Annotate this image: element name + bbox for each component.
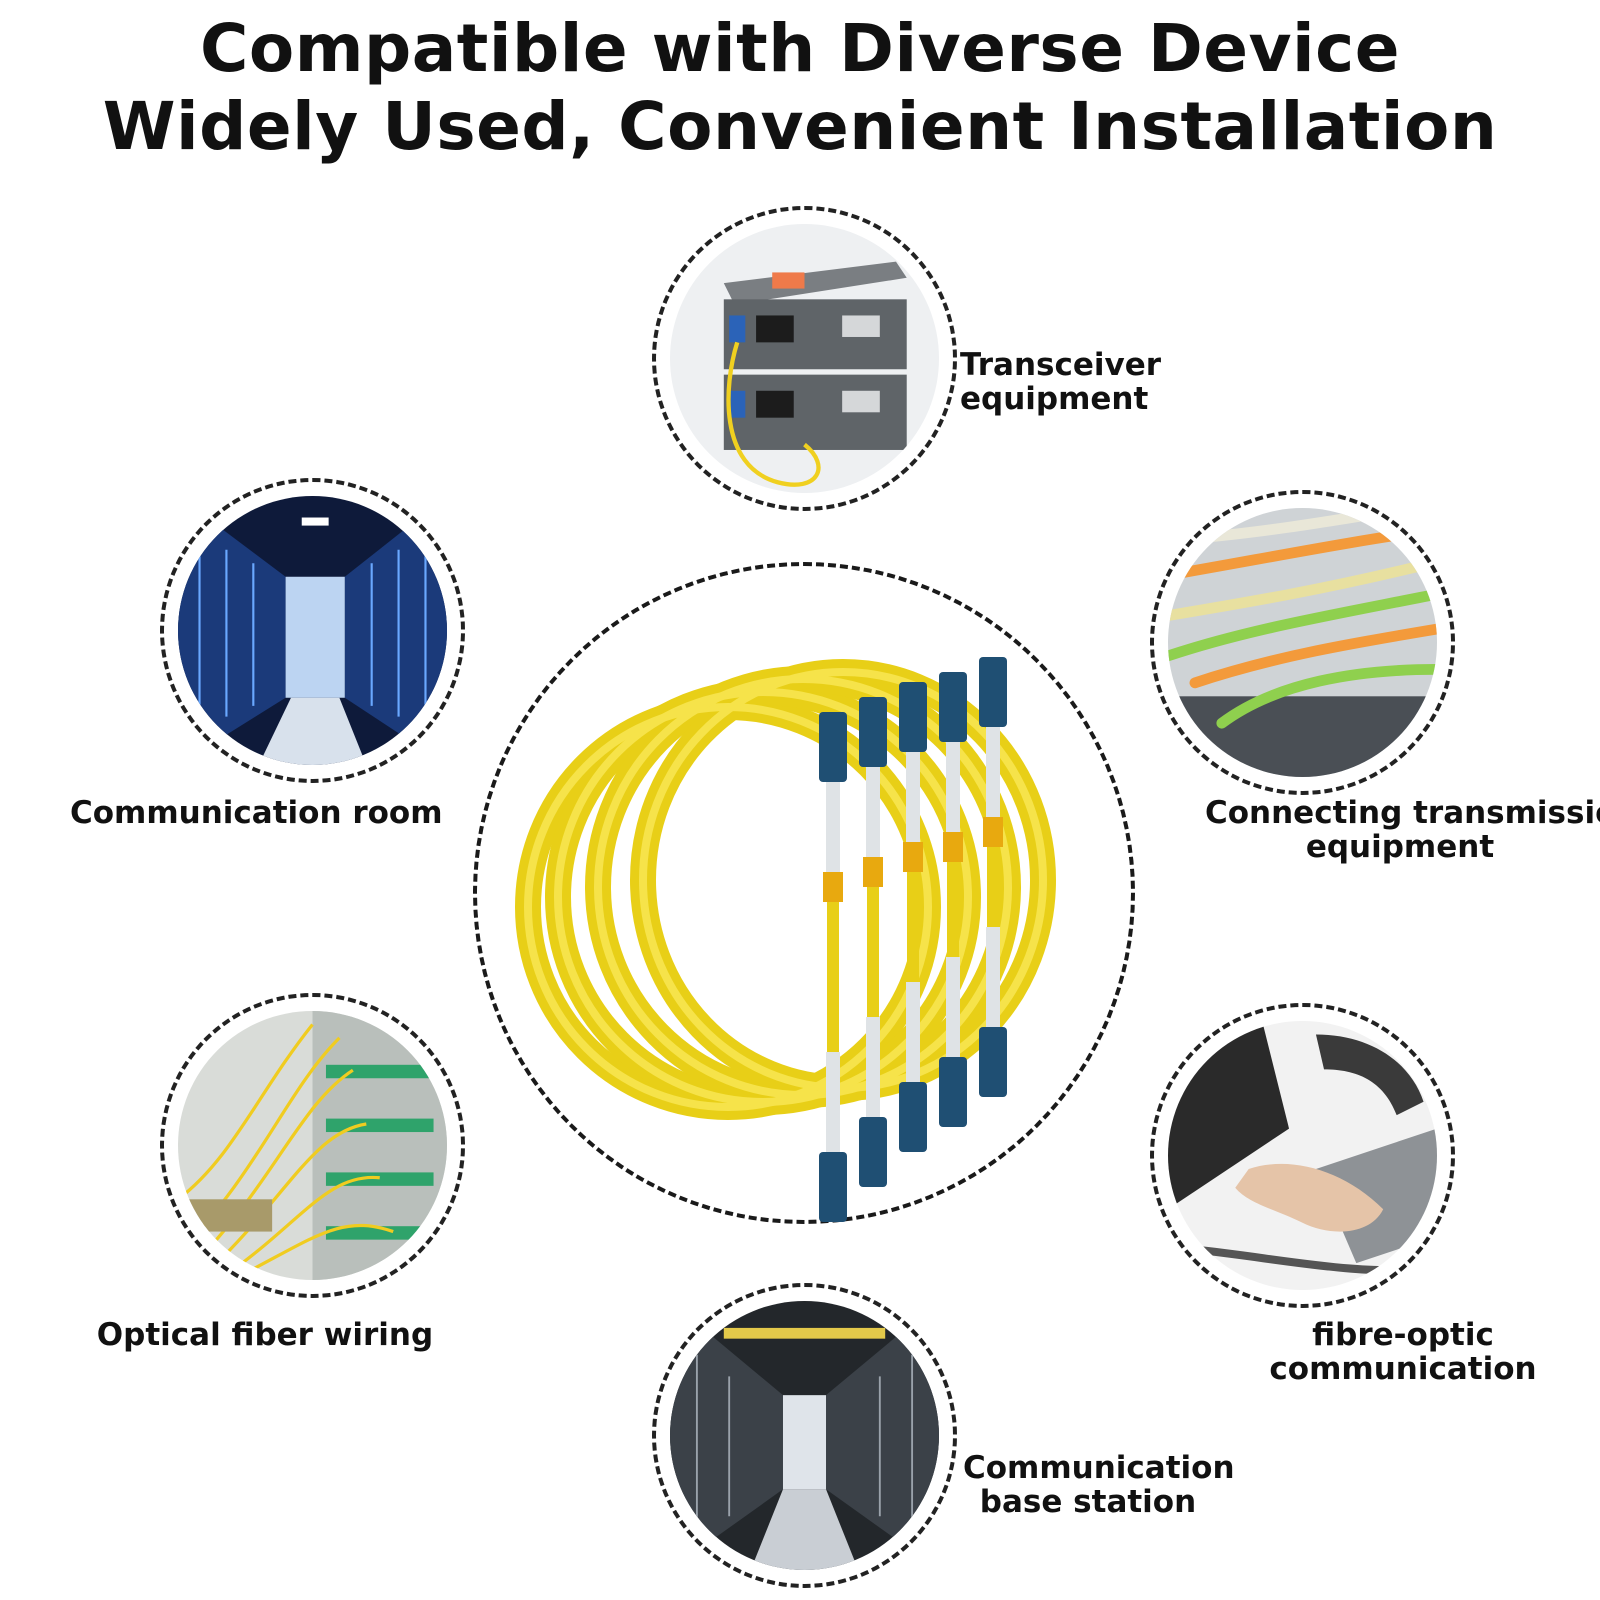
transceiver-label: Transceiver equipment <box>960 347 1162 417</box>
base-station-ring <box>652 1283 957 1588</box>
fibre-optic-label-line-2: communication <box>1269 1351 1537 1387</box>
fibre-optic-label-line-1: fibre-optic <box>1312 1317 1494 1353</box>
base-station-label-line-2: base station <box>979 1484 1197 1520</box>
data-center-photo-icon <box>670 1301 939 1570</box>
patch-panel-photo-icon <box>1168 508 1437 777</box>
connecting-label-line-2: equipment <box>1305 829 1495 865</box>
fibre-optic-ring <box>1150 1003 1455 1308</box>
server-room-photo-icon <box>178 496 447 765</box>
base-station-label: Communication base station <box>963 1450 1235 1520</box>
transceiver-photo-icon <box>670 224 939 493</box>
product-ring <box>473 562 1135 1224</box>
fiber-patch-cable-icon <box>515 657 1056 1222</box>
fiber-wiring-label-line-1: Optical fiber wiring <box>96 1317 434 1353</box>
connecting-label-line-1: Connecting transmission <box>1205 795 1600 831</box>
base-station-label-line-1: Communication <box>963 1450 1235 1486</box>
fibre-optic-label: fibre-optic communication <box>1258 1318 1548 1386</box>
transceiver-label-line-1: Transceiver <box>960 347 1162 383</box>
telephone-photo-icon <box>1168 1021 1437 1290</box>
fiber-wiring-photo-icon <box>178 1011 447 1280</box>
transceiver-ring <box>652 206 957 511</box>
connecting-ring <box>1150 490 1455 795</box>
comm-room-label-line-1: Communication room <box>70 795 443 831</box>
fiber-wiring-label: Optical fiber wiring <box>95 1318 435 1352</box>
connecting-label: Connecting transmission equipment <box>1205 795 1600 865</box>
comm-room-label: Communication room <box>70 795 443 831</box>
transceiver-label-line-2: equipment <box>960 381 1149 417</box>
title-line-2: Widely Used, Convenient Installation <box>102 88 1498 165</box>
fiber-wiring-ring <box>160 993 465 1298</box>
page-title: Compatible with Diverse Device Widely Us… <box>0 10 1600 166</box>
comm-room-ring <box>160 478 465 783</box>
title-line-1: Compatible with Diverse Device <box>199 10 1401 87</box>
